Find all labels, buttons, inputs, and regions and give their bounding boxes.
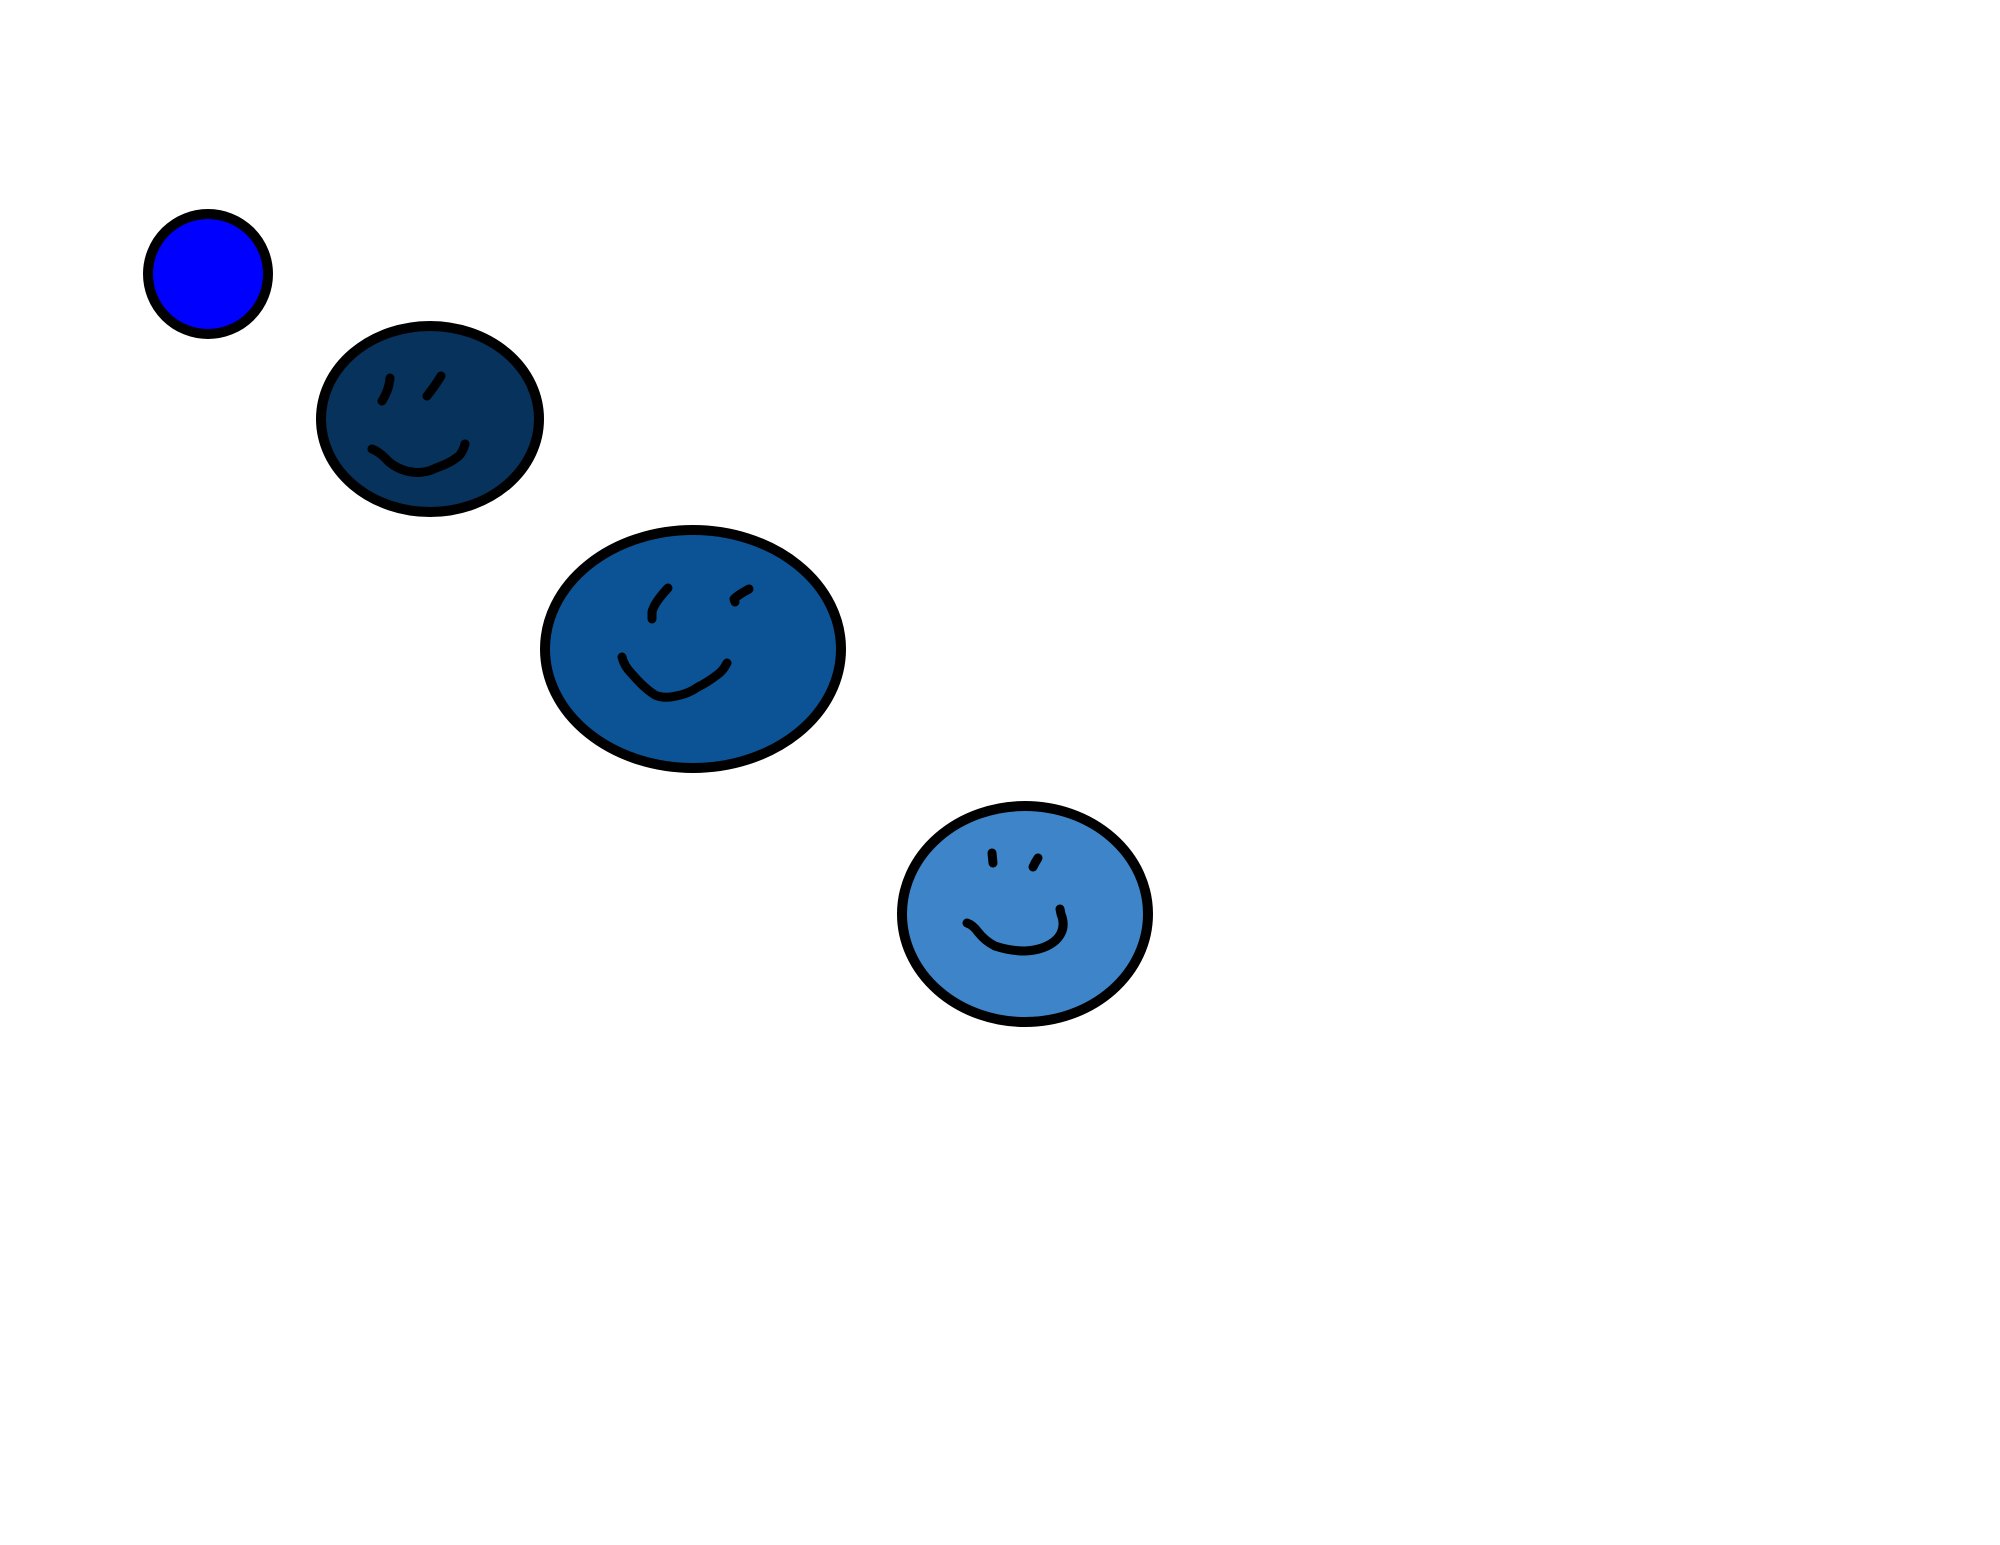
blue-dot xyxy=(143,209,273,339)
face-medium-mouth xyxy=(617,652,732,702)
face-dark-right-eye xyxy=(422,371,446,401)
face-medium-head xyxy=(540,525,846,773)
face-dark-mouth xyxy=(367,439,470,477)
face-dark-head xyxy=(316,321,544,517)
face-medium-right-eye xyxy=(729,584,754,607)
face-light-head xyxy=(897,801,1153,1027)
face-light-right-eye xyxy=(1028,853,1043,872)
smiley-face-dark xyxy=(316,321,544,517)
face-light-mouth xyxy=(962,904,1068,956)
smiley-face-light xyxy=(897,801,1153,1027)
face-dark-left-eye xyxy=(377,373,395,406)
face-light-left-eye xyxy=(987,848,998,868)
face-medium-left-eye xyxy=(647,583,673,624)
smiley-face-medium xyxy=(540,525,846,773)
